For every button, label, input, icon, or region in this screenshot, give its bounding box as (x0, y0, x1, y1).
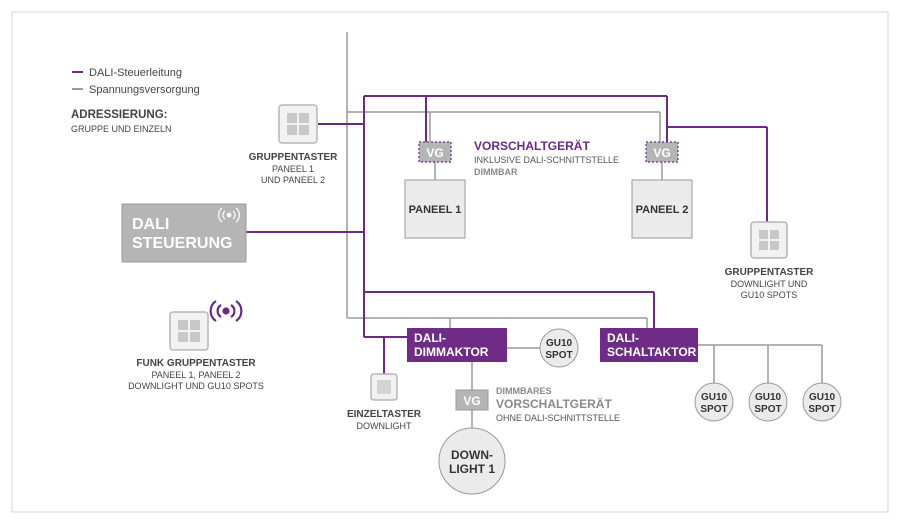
ballast-line1: INKLUSIVE DALI-SCHNITTSTELLE (474, 155, 619, 165)
panel-2: PANEEL 2 (631, 179, 693, 239)
gu10-label-line2: SPOT (545, 350, 572, 361)
wireless-signal-icon (218, 207, 240, 223)
gu10-spot-dimmed: GU10 SPOT (539, 328, 579, 368)
dali-control-line1: DALI (132, 216, 169, 233)
switch-actuator-line1: DALI- (607, 331, 639, 345)
single-switch: EINZELTASTER DOWNLIGHT (347, 373, 422, 431)
power-supply-lines (346, 32, 823, 428)
gu10-spot-3: GU10 SPOT (802, 382, 842, 422)
wireless-signal-icon (209, 300, 243, 322)
panel-1: PANEEL 1 (404, 179, 466, 239)
group-switch-1-line1: PANEEL 1 (272, 164, 314, 174)
gu10-label-line2: SPOT (700, 404, 727, 415)
ballast-vg-2-label: VG (653, 146, 670, 160)
downlight-1: DOWN- LIGHT 1 (438, 427, 506, 495)
panel-1-label: PANEEL 1 (409, 204, 462, 216)
gu10-label-line2: SPOT (808, 404, 835, 415)
gu10-label-line1: GU10 (546, 338, 573, 349)
gu10-label-line1: GU10 (755, 392, 782, 403)
dali-switch-actuator: DALI- SCHALTAKTOR (600, 328, 698, 362)
group-switch-2-line1: DOWNLIGHT UND (731, 279, 808, 289)
dimmer-line2: DIMMAKTOR (414, 345, 489, 359)
downlight-line1: DOWN- (451, 448, 493, 462)
legend-label-power: Spannungsversorgung (89, 84, 200, 96)
wall-switch-icon (750, 221, 788, 259)
addressing-title: ADRESSIERUNG: (71, 109, 167, 121)
ballast-vg-2: VG (645, 141, 679, 163)
group-switch-1-title: GRUPPENTASTER (249, 152, 338, 163)
panel-2-label: PANEEL 2 (636, 204, 689, 216)
ballast-title: VORSCHALTGERÄT (474, 138, 590, 153)
gu10-spot-2: GU10 SPOT (748, 382, 788, 422)
group-switch-1-line2: UND PANEEL 2 (261, 175, 325, 185)
legend-label-dali: DALI-Steuerleitung (89, 67, 182, 79)
dali-control-unit: DALI STEUERUNG (121, 203, 247, 263)
single-switch-title: EINZELTASTER (347, 409, 422, 420)
legend: DALI-Steuerleitung Spannungsversorgung A… (71, 67, 200, 134)
switch-actuator-line2: SCHALTAKTOR (607, 345, 697, 359)
downlight-line2: LIGHT 1 (449, 462, 495, 476)
dali-control-box (121, 203, 247, 263)
dimmable-ballast-line2: VORSCHALTGERÄT (496, 396, 612, 411)
ballast-vg-1: VG (418, 141, 452, 163)
dali-control-line2: STEUERUNG (132, 235, 232, 252)
dali-dimmer-actuator: DALI- DIMMAKTOR (407, 328, 507, 362)
group-switch-2: GRUPPENTASTER DOWNLIGHT UND GU10 SPOTS (725, 221, 814, 300)
single-switch-line1: DOWNLIGHT (357, 421, 413, 431)
radio-switch-line2: DOWNLIGHT UND GU10 SPOTS (128, 381, 264, 391)
group-switch-2-title: GRUPPENTASTER (725, 267, 814, 278)
ballast-description: VORSCHALTGERÄT INKLUSIVE DALI-SCHNITTSTE… (474, 138, 619, 177)
wall-switch-icon (278, 104, 318, 144)
dimmable-ballast-line1: DIMMBARES (496, 386, 552, 396)
group-switch-1: GRUPPENTASTER PANEEL 1 UND PANEEL 2 (249, 104, 338, 185)
gu10-label-line1: GU10 (809, 392, 836, 403)
ballast-line2: DIMMBAR (474, 167, 518, 177)
radio-switch-title: FUNK GRUPPENTASTER (136, 358, 256, 369)
dali-control-lines (246, 95, 768, 374)
radio-switch-line1: PANEEL 1, PANEEL 2 (151, 370, 240, 380)
dimmer-line1: DALI- (414, 331, 446, 345)
gu10-spot-1: GU10 SPOT (694, 382, 734, 422)
dimmable-ballast-line3: OHNE DALI-SCHNITTSTELLE (496, 413, 620, 423)
radio-group-switch: FUNK GRUPPENTASTER PANEEL 1, PANEEL 2 DO… (128, 300, 264, 391)
wall-switch-icon (169, 311, 209, 351)
gu10-label-line1: GU10 (701, 392, 728, 403)
addressing-value: GRUPPE UND EINZELN (71, 124, 172, 134)
dimmable-ballast-vg: VG (463, 394, 480, 408)
gu10-label-line2: SPOT (754, 404, 781, 415)
ballast-vg-1-label: VG (426, 146, 443, 160)
group-switch-2-line2: GU10 SPOTS (741, 290, 798, 300)
dimmable-ballast: VG DIMMBARES VORSCHALTGERÄT OHNE DALI-SC… (455, 386, 620, 423)
